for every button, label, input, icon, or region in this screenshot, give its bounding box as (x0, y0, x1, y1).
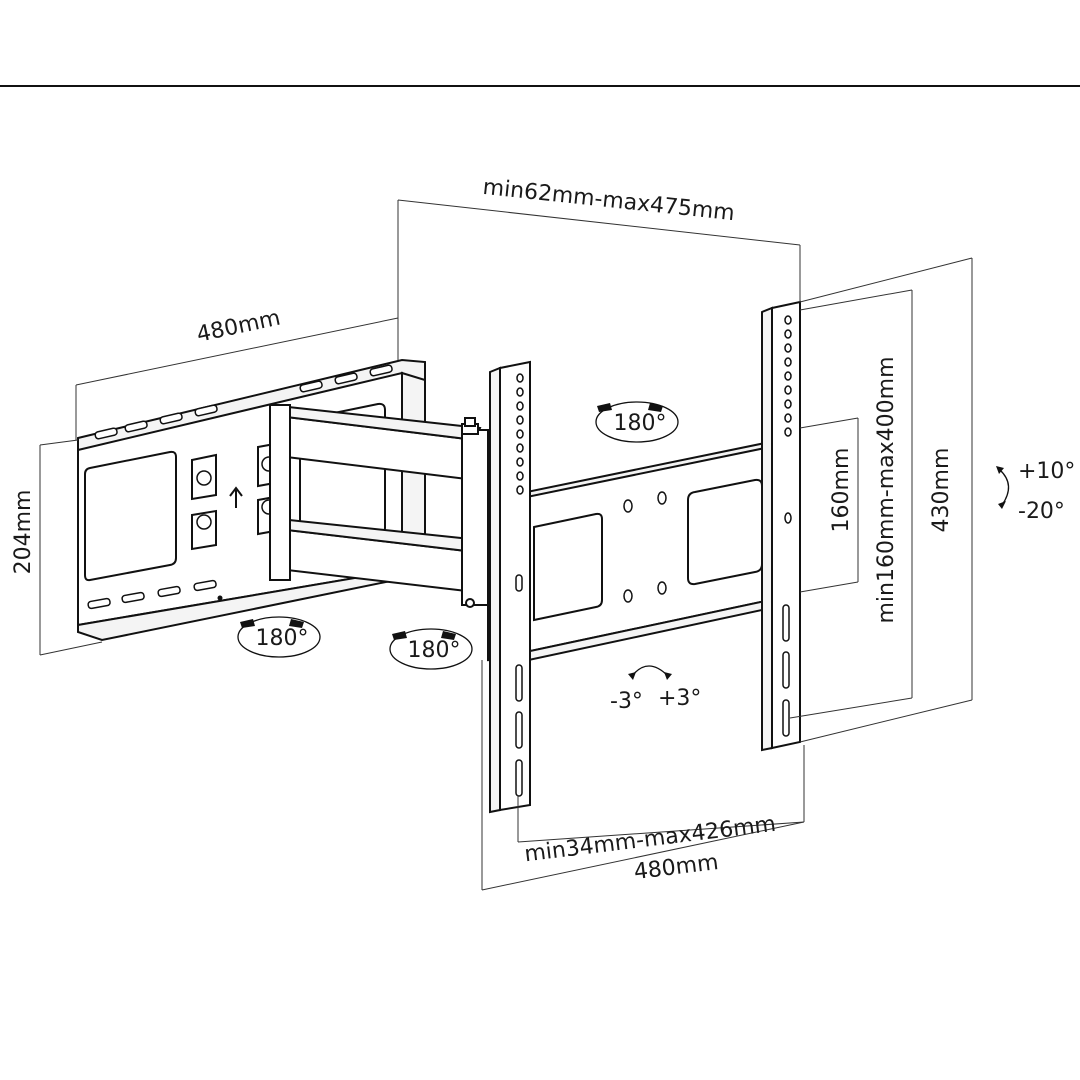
angle-swivel-wall: 180° (256, 626, 309, 651)
angle-swivel-top: 180° (614, 411, 667, 436)
wall-plate-left-window (84, 450, 177, 582)
angle-level-minus: -3° (610, 689, 643, 714)
tv-right-vertical-bracket (761, 300, 801, 752)
wall-plate-bottom-slots (87, 579, 217, 610)
dimension-lines (39, 199, 973, 891)
rotation-ellipse-mid (389, 628, 473, 670)
up-arrow-icon (229, 486, 243, 508)
rotation-ellipse-top (595, 401, 679, 443)
angle-swivel-mid: 180° (408, 638, 461, 663)
tv-horizontal-bar (487, 440, 791, 666)
dim-hole-vertical: min160mm-max400mm (874, 356, 899, 623)
angle-tilt-up: +10° (1018, 459, 1075, 484)
dim-top-span: min62mm-max475mm (482, 175, 736, 226)
dim-bracket-height: 430mm (929, 448, 954, 533)
left-bracket-holes (515, 373, 524, 797)
angle-tilt-down: -20° (1018, 499, 1065, 524)
wall-plate-top-slots (94, 364, 393, 440)
dim-hole-inner: 160mm (829, 448, 854, 533)
angle-level-plus: +3° (658, 686, 701, 711)
right-bracket-holes (782, 315, 792, 737)
wall-plate (77, 358, 426, 642)
dim-wall-plate-width: 480mm (195, 306, 283, 348)
tv-left-vertical-bracket (489, 360, 531, 814)
rotation-ellipse-wall (237, 616, 321, 658)
swing-arms (269, 403, 489, 608)
level-arrow-icon (628, 665, 672, 680)
tilt-arrow-icon (996, 466, 1010, 509)
dim-wall-plate-height: 204mm (11, 490, 36, 575)
